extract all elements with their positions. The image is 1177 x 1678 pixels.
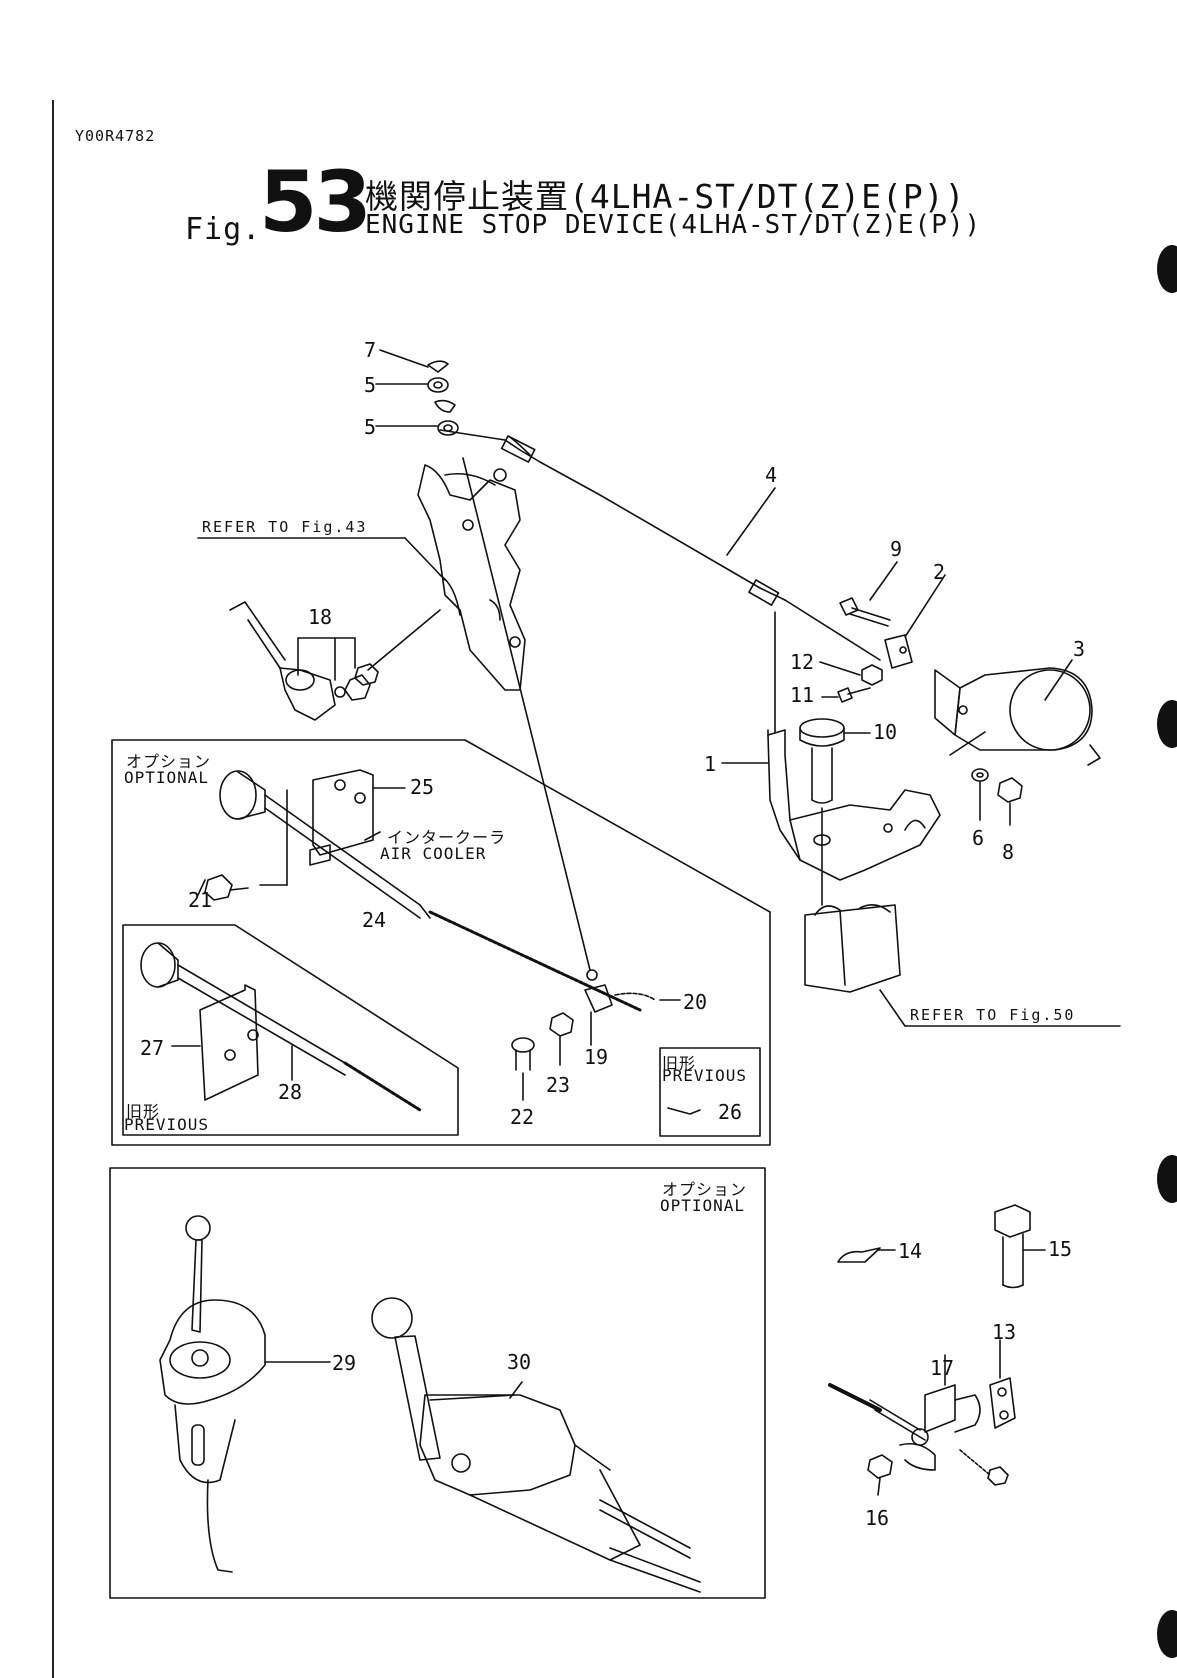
callout-12: 12: [790, 650, 814, 674]
callout-23: 23: [546, 1073, 570, 1097]
previous-label-en: PREVIOUS: [124, 1115, 209, 1134]
callout-28: 28: [278, 1080, 302, 1104]
cable-4: [440, 430, 880, 660]
part-2-bracket: [885, 635, 912, 668]
part-13-plate: [990, 1378, 1015, 1428]
callout-5: 5: [364, 415, 376, 439]
callout-24: 24: [362, 908, 386, 932]
previous-label-en-right: PREVIOUS: [662, 1066, 747, 1085]
callout-1: 1: [704, 752, 716, 776]
part-29-lever-control: [160, 1216, 265, 1572]
callout-11: 11: [790, 683, 814, 707]
cable-assembly-lower-right: [830, 1385, 928, 1445]
callout-20: 20: [683, 990, 707, 1014]
part-20-clip: [615, 993, 655, 1000]
callout-29: 29: [332, 1351, 356, 1375]
part-5-washer: [428, 378, 448, 392]
part-5-washer: [438, 421, 458, 435]
optional-label-en: OPTIONAL: [124, 768, 209, 787]
part-9-bolt: [840, 598, 890, 626]
part-7-cotter-pin: [428, 361, 448, 372]
reference-fig43: REFER TO Fig.43: [202, 518, 367, 536]
part-30-lever-control: [372, 1298, 700, 1592]
part-12-nut: [862, 665, 882, 685]
callout-10: 10: [873, 720, 897, 744]
callout-7: 7: [364, 338, 376, 362]
callout-15: 15: [1048, 1237, 1072, 1261]
part-3-solenoid: [935, 668, 1100, 765]
callout-21: 21: [188, 888, 212, 912]
callout-26: 26: [718, 1100, 742, 1124]
part-15-bolt: [995, 1205, 1030, 1288]
callout-16: 16: [865, 1506, 889, 1530]
part-22-pin: [512, 1038, 534, 1070]
part-17-plate: [925, 1385, 980, 1432]
part-25-plate: [310, 770, 373, 865]
callout-30: 30: [507, 1350, 531, 1374]
callout-3: 3: [1073, 637, 1085, 661]
part-26-clip: [668, 1108, 700, 1114]
engine-mount-block: [805, 905, 900, 992]
callout-5: 5: [364, 373, 376, 397]
air-cooler-label: AIR COOLER: [380, 844, 486, 863]
part-23-nut: [550, 1013, 573, 1036]
callout-2: 2: [933, 560, 945, 584]
callout-8: 8: [1002, 840, 1014, 864]
callout-19: 19: [584, 1045, 608, 1069]
part-8-bolt: [998, 778, 1022, 825]
callout-27: 27: [140, 1036, 164, 1060]
optional-box-lower: [110, 1168, 765, 1598]
callout-9: 9: [890, 537, 902, 561]
part-11-bolt: [838, 688, 870, 702]
optional-lower-label-en: OPTIONAL: [660, 1196, 745, 1215]
part-14-cotter-pin: [838, 1248, 880, 1262]
part-24-pull-knob: [220, 771, 640, 1010]
callout-22: 22: [510, 1105, 534, 1129]
callout-25: 25: [410, 775, 434, 799]
cable-end-link: [435, 401, 455, 412]
part-16-bolt: [868, 1455, 892, 1478]
callout-13: 13: [992, 1320, 1016, 1344]
part-10-bolt: [800, 719, 844, 803]
callout-4: 4: [765, 463, 777, 487]
part-6-washer: [972, 769, 988, 781]
callout-18: 18: [308, 605, 332, 629]
part-1-bracket: [768, 730, 940, 880]
callout-6: 6: [972, 826, 984, 850]
part-27-plate: [200, 985, 258, 1100]
callout-14: 14: [898, 1239, 922, 1263]
callout-17: 17: [930, 1356, 954, 1380]
engine-block-outline: [418, 465, 525, 690]
reference-fig50: REFER TO Fig.50: [910, 1006, 1075, 1024]
